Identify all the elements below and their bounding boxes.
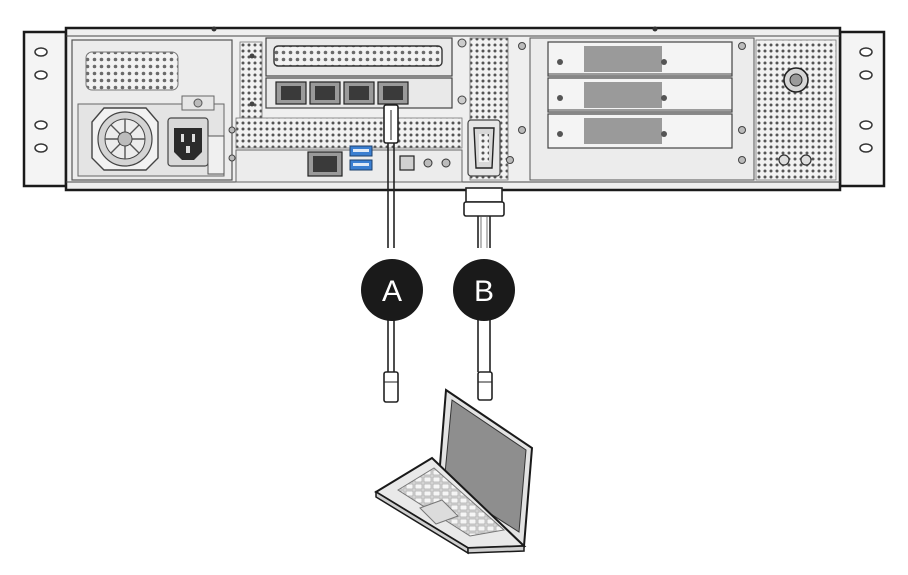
- callout-a: A: [361, 259, 423, 321]
- psu-fan: [91, 107, 159, 171]
- pcie-slot-2: [547, 77, 733, 113]
- onboard-io: [307, 145, 451, 177]
- server-chassis: [22, 26, 886, 192]
- rj45-port-2: [309, 81, 341, 105]
- motherboard-vent-lower: [235, 117, 463, 149]
- vga-port: [473, 127, 495, 169]
- psu-vent: [85, 51, 179, 91]
- power-supply: [71, 39, 233, 181]
- pcie-card-upper: [265, 37, 467, 77]
- motherboard-vent-top: [239, 41, 263, 121]
- rj45-port-3: [343, 81, 375, 105]
- serial-management-port: [399, 155, 415, 171]
- pcie-slot-1: [547, 41, 733, 77]
- callout-b: B: [453, 259, 515, 321]
- laptop-touchpad: [419, 499, 459, 525]
- cable-b-plug-top: [465, 187, 503, 203]
- chassis-lock: [783, 67, 809, 93]
- management-ethernet-port: [307, 151, 343, 177]
- laptop: [374, 388, 534, 555]
- callout-b-label: B: [474, 275, 494, 308]
- quad-ethernet-card: [265, 77, 467, 109]
- right-vent: [755, 39, 837, 181]
- pcie-slots-right: [529, 37, 755, 181]
- rj45-port-1: [275, 81, 307, 105]
- video-section: [467, 37, 526, 181]
- left-rack-ear: [22, 30, 68, 188]
- rj45-port-4: [377, 81, 409, 105]
- cable-a-plug-bottom: [383, 371, 399, 403]
- usb-port-1: [349, 145, 373, 157]
- usb-port-2: [349, 159, 373, 171]
- ac-power-inlet: [167, 117, 209, 167]
- cable-b-plug-bottom: [477, 371, 493, 401]
- pcie-slot-3: [547, 113, 733, 149]
- laptop-screen: [443, 399, 527, 533]
- callout-a-label: A: [382, 275, 402, 308]
- cable-b-video: [463, 187, 505, 401]
- cable-a-network: [383, 104, 399, 403]
- right-rack-ear: [838, 30, 886, 188]
